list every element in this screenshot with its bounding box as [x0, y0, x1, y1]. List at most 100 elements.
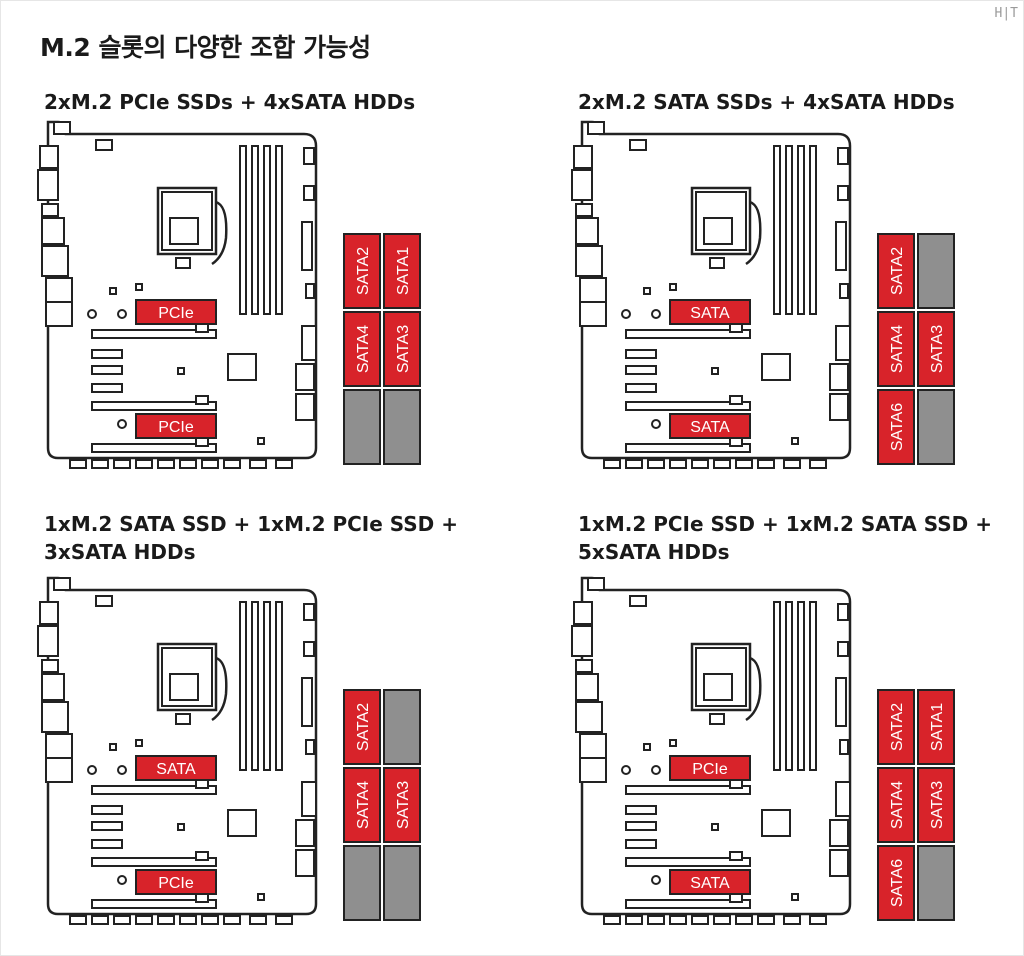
bottom-header: [157, 459, 175, 469]
small-chip: [669, 283, 677, 291]
sata-port-box: [877, 233, 915, 309]
m2-slot-top: [135, 299, 217, 325]
io-port: [45, 301, 73, 327]
panel-title-line-1: 1xM.2 SATA SSD + 1xM.2 PCIe SSD +: [44, 512, 458, 536]
connector-right: [295, 819, 315, 847]
m2-slot-bottom: [135, 413, 217, 439]
io-port: [45, 757, 73, 783]
io-port: [579, 733, 607, 759]
small-chip: [257, 893, 265, 901]
dimm-slot: [785, 601, 793, 771]
pcie-slot: [91, 785, 217, 795]
panel-title-line-1: 2xM.2 PCIe SSDs + 4xSATA HDDs: [44, 90, 416, 114]
socket-lever: [211, 656, 228, 722]
pcie-latch: [729, 893, 743, 903]
sata-port-box: [917, 767, 955, 843]
sata-port-label: SATA1: [395, 247, 412, 295]
sata-port-box: [383, 689, 421, 765]
mount-hole: [117, 875, 127, 885]
sata-port-box: [877, 389, 915, 465]
dimm-slot: [797, 145, 805, 315]
panel-4: 1xM.2 PCIe SSD + 1xM.2 SATA SSD + 5xSATA…: [571, 510, 1024, 925]
io-port: [579, 301, 607, 327]
pcie-slot: [625, 443, 751, 453]
bottom-header: [735, 459, 753, 469]
bottom-header: [135, 459, 153, 469]
io-port: [45, 277, 73, 303]
sata-port-label: SATA3: [395, 325, 412, 373]
sata-port-box: [383, 389, 421, 465]
dimm-slot: [797, 601, 805, 771]
connector-right: [837, 641, 849, 657]
bottom-header: [603, 459, 621, 469]
bottom-header: [113, 459, 131, 469]
header-top: [95, 139, 113, 151]
cpu-socket-core: [703, 217, 733, 245]
socket-latch: [175, 713, 191, 725]
io-port: [575, 673, 599, 701]
pcie-x1-slot: [91, 349, 123, 359]
connector-right: [305, 739, 315, 755]
io-port: [41, 203, 59, 217]
io-port: [37, 625, 59, 657]
connector-right: [295, 393, 315, 421]
connector-right: [839, 283, 849, 299]
mount-hole: [87, 309, 97, 319]
connector-right: [303, 603, 315, 621]
dimm-slot: [275, 145, 283, 315]
sata-port-sata3: SATA3: [383, 767, 421, 843]
io-port: [45, 733, 73, 759]
pcie-x1-slot: [625, 821, 657, 831]
sata-port-sata2: SATA2: [877, 689, 915, 765]
panel-title: 1xM.2 PCIe SSD + 1xM.2 SATA SSD + 5xSATA…: [578, 510, 1024, 566]
small-chip: [177, 367, 185, 375]
small-chip: [669, 739, 677, 747]
m2-slot-bottom-label: SATA: [690, 875, 730, 892]
pcie-slot: [91, 443, 217, 453]
bottom-header: [179, 915, 197, 925]
io-port: [573, 145, 593, 169]
sata-port-unavailable: [343, 845, 381, 921]
mount-hole: [621, 309, 631, 319]
small-chip: [711, 823, 719, 831]
sata-port-box: [383, 311, 421, 387]
small-chip: [177, 823, 185, 831]
sata-port-sata3: SATA3: [917, 767, 955, 843]
io-port: [41, 245, 69, 277]
sata-port-label: SATA6: [889, 859, 906, 907]
pcie-latch: [195, 323, 209, 333]
chipset: [761, 353, 791, 381]
sata-port-label: SATA2: [355, 703, 372, 751]
pcie-x1-slot: [91, 383, 123, 393]
bottom-header: [625, 915, 643, 925]
atx-power: [301, 677, 313, 727]
bottom-header: [249, 459, 267, 469]
small-chip: [791, 437, 799, 445]
cpu-socket-core: [169, 673, 199, 701]
sata-port-label: SATA3: [929, 325, 946, 373]
bottom-header: [249, 915, 267, 925]
bottom-header: [223, 915, 241, 925]
bottom-header: [223, 459, 241, 469]
mount-hole: [651, 875, 661, 885]
sata-port-box: [343, 689, 381, 765]
cpu-socket-core: [169, 217, 199, 245]
io-port: [41, 701, 69, 733]
connector-right: [835, 781, 851, 817]
bottom-header: [69, 459, 87, 469]
connector-right: [301, 781, 317, 817]
sata-port-box: [917, 389, 955, 465]
small-chip: [109, 287, 117, 295]
io-port: [571, 169, 593, 201]
bottom-header: [757, 459, 775, 469]
small-chip: [257, 437, 265, 445]
m2-slot-bottom-label: PCIe: [158, 419, 194, 436]
sata-port-sata4: SATA4: [877, 767, 915, 843]
connector-right: [837, 147, 849, 165]
panel-title: 1xM.2 SATA SSD + 1xM.2 PCIe SSD + 3xSATA…: [44, 510, 514, 566]
pcie-slot: [625, 857, 751, 867]
panel-title-line-2: 5xSATA HDDs: [578, 540, 730, 564]
m2-slot-bottom-label: PCIe: [158, 875, 194, 892]
